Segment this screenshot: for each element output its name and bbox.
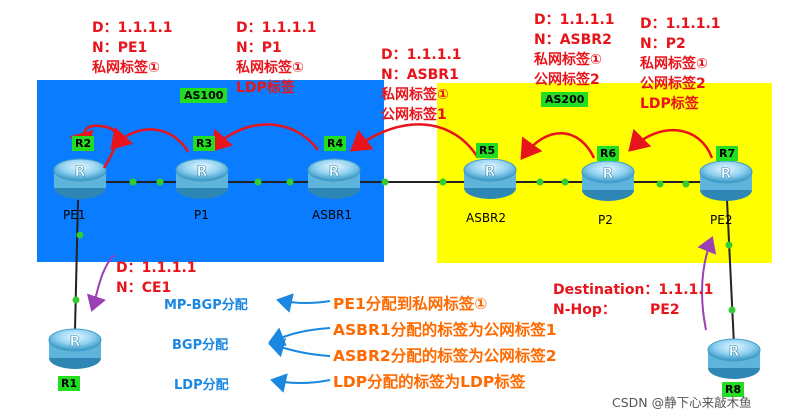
note-asbr2: ASBR2分配的标签为公网标签2 — [333, 347, 557, 365]
router-r5-icon: R — [463, 158, 517, 199]
link-pe1-r1 — [74, 199, 79, 331]
router-r3-icon: R — [175, 158, 229, 199]
arrow-pe2-p2 — [628, 128, 714, 159]
router-r1-icon: R — [48, 328, 102, 369]
svg-text:R: R — [721, 166, 732, 182]
label-ce1: D：1.1.1.1 N：CE1 — [116, 260, 197, 296]
router-tag-r7: R7 — [716, 146, 739, 161]
arrow-asbr1-p1 — [210, 123, 320, 152]
link-pe2-r8 — [726, 199, 735, 346]
device-name-asbr1: ASBR1 — [312, 208, 353, 222]
router-r8-icon: R — [707, 338, 761, 379]
arrow-mpbgp — [276, 293, 331, 313]
as100-label: AS100 — [180, 88, 228, 103]
arrow-bgp-1 — [268, 327, 331, 347]
svg-text:R: R — [729, 344, 740, 360]
legend-mpbgp: MP-BGP分配 — [164, 298, 248, 313]
legend-bgp: BGP分配 — [172, 338, 229, 353]
svg-text:R: R — [75, 164, 86, 180]
device-name-pe1: PE1 — [63, 208, 86, 222]
svg-text:R: R — [197, 164, 208, 180]
router-tag-r2: R2 — [72, 136, 95, 151]
note-mpbgp: PE1分配到私网标签① — [333, 295, 488, 313]
arrow-asbr2-asbr1 — [350, 123, 480, 159]
router-r2-icon: R — [53, 158, 107, 199]
svg-text:R: R — [70, 334, 81, 350]
label-asbr2: D：1.1.1.1 N：ASBR2 私网标签① 公网标签2 — [534, 12, 615, 88]
router-tag-r6: R6 — [597, 146, 620, 161]
label-pe1: D：1.1.1.1 N：PE1 私网标签① — [92, 20, 173, 76]
blue-arrows — [268, 293, 331, 393]
purple-arrows — [86, 236, 717, 331]
router-tag-r3: R3 — [193, 136, 216, 151]
label-p1: D：1.1.1.1 N：P1 私网标签① LDP标签 — [236, 20, 317, 96]
router-r6-icon: R — [581, 160, 635, 201]
arrow-p1-pe1 — [110, 126, 190, 153]
label-asbr1: D：1.1.1.1 N：ASBR1 私网标签① 公网标签1 — [381, 47, 462, 123]
note-ldp: LDP分配的标签为LDP标签 — [333, 373, 526, 391]
router-tag-r1: R1 — [58, 376, 81, 391]
svg-text:R: R — [603, 166, 614, 182]
arrow-ldp — [270, 373, 331, 393]
device-name-p2: P2 — [598, 213, 613, 227]
link-dots — [72, 178, 736, 314]
arrow-bgp-2 — [268, 337, 331, 358]
note-asbr1: ASBR1分配的标签为公网标签1 — [333, 321, 557, 339]
device-name-p1: P1 — [194, 208, 209, 222]
arrow-p2-asbr2 — [520, 132, 596, 161]
label-pe2-route: Destination：1.1.1.1 N-Hop： PE2 — [553, 282, 714, 318]
watermark: CSDN @静下心来敲木鱼 — [612, 395, 752, 410]
router-r4-icon: R — [307, 158, 361, 199]
red-arrows — [69, 123, 714, 169]
as200-label: AS200 — [541, 92, 589, 107]
router-tag-r4: R4 — [324, 136, 347, 151]
device-name-pe2: PE2 — [710, 213, 733, 227]
arrow-to-ce1 — [86, 254, 115, 312]
router-tag-r8: R8 — [722, 382, 745, 397]
svg-text:R: R — [485, 164, 496, 180]
router-tag-r5: R5 — [476, 143, 499, 158]
router-r7-icon: R — [699, 160, 753, 201]
arrow-from-pe2 — [697, 236, 717, 331]
label-p2: D：1.1.1.1 N：P2 私网标签① 公网标签2 LDP标签 — [640, 16, 721, 112]
legend-ldp: LDP分配 — [174, 378, 229, 393]
svg-text:R: R — [329, 164, 340, 180]
device-name-asbr2: ASBR2 — [466, 211, 507, 225]
